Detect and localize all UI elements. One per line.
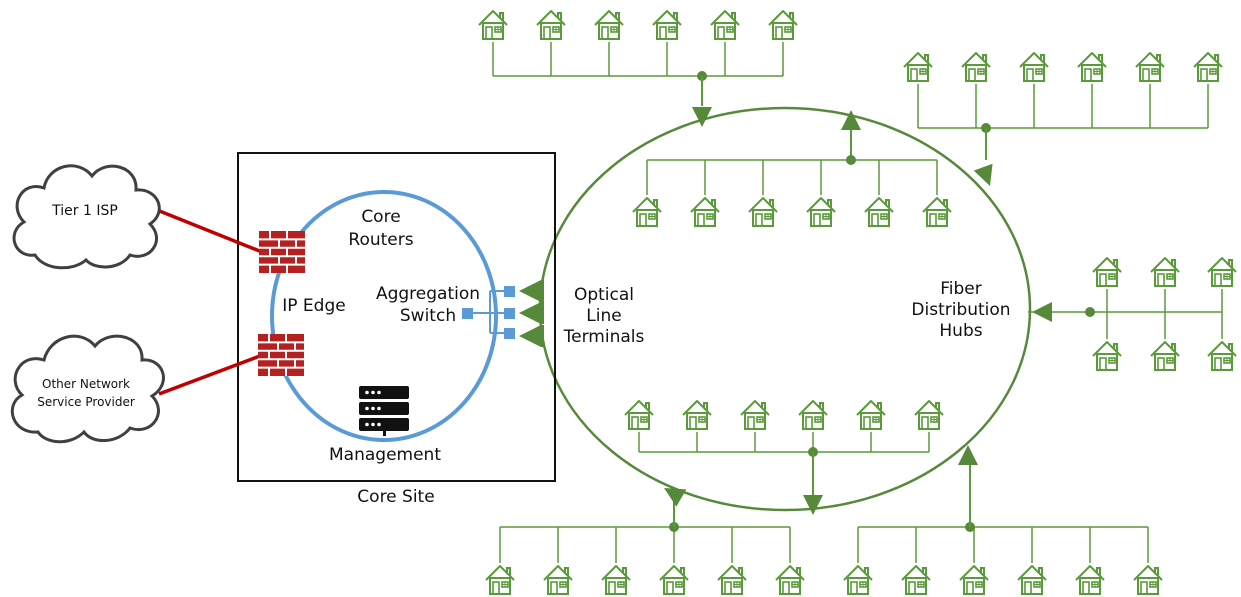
- house-icon: [710, 10, 740, 40]
- house-icon: [959, 565, 989, 595]
- house-icon: [922, 197, 952, 227]
- house-icon: [690, 197, 720, 227]
- house-icon: [901, 565, 931, 595]
- management-label: Management: [329, 445, 441, 465]
- arrow-icon: [958, 445, 978, 465]
- core-site-label: Core Site: [357, 487, 434, 507]
- hubs-label-line2: Distribution: [911, 300, 1010, 320]
- core-router-ring: [270, 190, 498, 442]
- house-icon: [682, 400, 712, 430]
- house-icon: [903, 52, 933, 82]
- house-icon: [601, 565, 631, 595]
- core-routers-label-line2: Routers: [348, 230, 413, 250]
- house-icon: [864, 197, 894, 227]
- house-icon: [768, 10, 798, 40]
- house-icon: [1135, 52, 1165, 82]
- hubs-label-line1: Fiber: [940, 279, 982, 299]
- house-icon: [914, 400, 944, 430]
- house-icon: [1019, 52, 1049, 82]
- other-provider-cloud: Other Network Service Provider: [10, 334, 165, 444]
- olt-label-line3: Terminals: [563, 327, 645, 347]
- house-icon: [1092, 257, 1122, 287]
- tier1-cloud: Tier 1 ISP: [12, 164, 161, 270]
- house-icon: [485, 565, 515, 595]
- firewall-icon: [258, 334, 304, 376]
- house-icon: [856, 400, 886, 430]
- arrow-icon: [841, 110, 861, 130]
- cloud-icon: [12, 164, 161, 270]
- switch-port-icon: [504, 328, 515, 339]
- house-icon: [594, 10, 624, 40]
- house-icon: [1150, 257, 1180, 287]
- house-icon: [1193, 52, 1223, 82]
- distribution-branches: [478, 10, 1237, 595]
- house-icon: [624, 400, 654, 430]
- arrow-icon: [664, 488, 687, 507]
- house-icon: [806, 197, 836, 227]
- splitter-node: [1085, 307, 1095, 317]
- olt-label-line2: Line: [586, 306, 621, 326]
- house-icon: [843, 565, 873, 595]
- house-icon: [1077, 52, 1107, 82]
- house-icon: [1092, 341, 1122, 371]
- house-icon: [1150, 341, 1180, 371]
- house-icon: [543, 565, 573, 595]
- house-icon: [1133, 565, 1163, 595]
- house-icon: [798, 400, 828, 430]
- house-icon: [775, 565, 805, 595]
- hubs-label-line3: Hubs: [939, 321, 982, 341]
- switch-port-icon: [462, 308, 473, 319]
- core-routers-label-line1: Core: [361, 207, 400, 227]
- arrow-icon: [973, 163, 993, 186]
- other-network-label-line1: Other Network: [42, 377, 130, 391]
- house-icon: [1017, 565, 1047, 595]
- aggregation-label-line1: Aggregation: [376, 284, 480, 304]
- tier1-link: [156, 208, 263, 254]
- house-icon: [652, 10, 682, 40]
- house-icon: [632, 197, 662, 227]
- house-icon: [740, 400, 770, 430]
- house-icon: [659, 565, 689, 595]
- server-rack-icon: [359, 386, 409, 436]
- other-network-label-line2: Service Provider: [37, 395, 135, 409]
- cloud-icon: [10, 334, 165, 444]
- house-icon: [961, 52, 991, 82]
- arrow-icon: [1032, 302, 1052, 322]
- house-icon: [1075, 565, 1105, 595]
- house-icon: [717, 565, 747, 595]
- ip-edge-label: IP Edge: [282, 296, 345, 316]
- arrow-icon: [803, 495, 823, 515]
- house-icon: [1207, 257, 1237, 287]
- aggregation-label-line2: Switch: [400, 306, 456, 326]
- switch-port-icon: [504, 308, 515, 319]
- olt-label-line1: Optical: [574, 285, 634, 305]
- house-icon: [478, 10, 508, 40]
- switch-port-icon: [504, 286, 515, 297]
- optical-terminal-icon: [519, 280, 544, 347]
- house-icon: [536, 10, 566, 40]
- other-provider-link: [158, 354, 261, 396]
- core-site-box: [237, 152, 556, 482]
- arrow-icon: [692, 107, 712, 127]
- splitter-node: [846, 155, 856, 165]
- house-icon: [1207, 341, 1237, 371]
- tier1-isp-label: Tier 1 ISP: [51, 203, 118, 219]
- firewall-icon: [259, 231, 305, 273]
- house-icon: [748, 197, 778, 227]
